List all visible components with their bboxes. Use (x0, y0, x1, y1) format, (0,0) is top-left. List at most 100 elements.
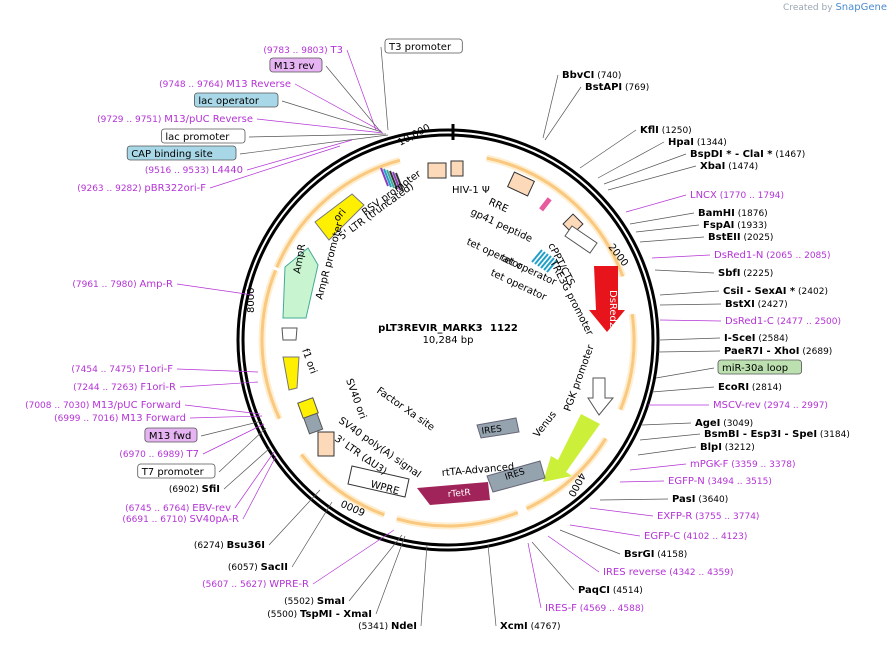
leader-line (639, 433, 701, 441)
backbone-feature-stripe (389, 170, 398, 190)
rtetr-arrow (417, 482, 490, 505)
leader-line (607, 165, 697, 191)
tet-operator-stripe (531, 249, 543, 263)
enzyme-label: (6902) SfiI (169, 484, 220, 495)
rre-shape (506, 171, 536, 197)
primer-label: (7008 .. 7030) M13/pUC Forward (25, 400, 181, 411)
leader-line (629, 212, 695, 225)
enzyme-label: PaeR7I - XhoI (2689) (724, 346, 832, 357)
leader-line (657, 350, 721, 353)
backbone-feature-stripe (380, 167, 389, 187)
backbone-feature-stripe (392, 171, 401, 191)
backbone-feature-stripe (395, 172, 404, 192)
feature-label-box (384, 38, 463, 54)
leader-line (597, 141, 665, 179)
enzyme-label: EcoRI (2814) (718, 382, 782, 393)
feature-label-box (126, 145, 237, 161)
leader-line (348, 534, 403, 602)
leader-line (223, 447, 271, 490)
primer-label: (6970 .. 6989) T7 (119, 449, 199, 460)
leader-line (547, 535, 600, 573)
plasmid-bp: 10,284 bp (423, 335, 474, 346)
primer-label: EGFP-N (3494 .. 3515) (668, 476, 772, 487)
feature-label-box (717, 359, 802, 375)
leader-line (641, 422, 692, 426)
primer-label: (6745 .. 6764) EBV-rev (125, 503, 231, 514)
inner-feature-label: IRES (481, 424, 503, 437)
primer-label: DsRed1-C (2477 .. 2500) (725, 316, 841, 327)
primer-label: IRES reverse (4342 .. 4359) (603, 567, 733, 578)
tet-operator-stripe (546, 259, 558, 273)
feature-label-box (137, 463, 216, 479)
watermark-brand: SnapGene (835, 2, 887, 13)
enzyme-label: XcmI (4767) (500, 621, 561, 632)
inner-feature-label: RRE (487, 197, 510, 216)
enzyme-label: AgeI (3049) (695, 418, 753, 429)
primer-label: IRES-F (4569 .. 4588) (545, 603, 644, 614)
leader-line (325, 65, 381, 132)
orf-arc-glow (617, 313, 638, 411)
boxed-feature-label: T7 promoter (141, 467, 205, 478)
leader-line (659, 303, 722, 306)
primer-label: (6999 .. 7016) M13 Forward (54, 413, 186, 424)
leader-line (659, 290, 720, 296)
leader-line (619, 480, 665, 483)
inner-feature-label: DsRed2 (607, 290, 618, 328)
ltr3-shape (317, 431, 335, 457)
leader-line (625, 194, 687, 213)
pgk-promoter-arrow (587, 377, 615, 416)
enzyme-label: (5502) SmaI (284, 596, 345, 607)
feature-label-box (193, 92, 279, 108)
enzyme-label: FspAI (1933) (703, 220, 767, 231)
rsv-promoter-shape (427, 162, 447, 179)
enzyme-label: (5341) NdeI (358, 621, 417, 632)
leader-line (294, 83, 382, 132)
enzyme-label: SbfI (2225) (718, 268, 773, 279)
tick-label: 8000 (246, 288, 257, 313)
feature-label-box (269, 57, 323, 73)
ampr-promoter-shape (281, 327, 298, 341)
enzyme-label: (6057) SacII (228, 562, 288, 573)
snapgene-watermark: Created by SnapGene (783, 2, 887, 13)
primer-label: (6691 .. 6710) SV40pA-R (122, 514, 239, 525)
backbone-outer-strand (236, 128, 660, 552)
enzyme-label: (5500) TspMI - XmaI (267, 609, 372, 620)
inner-feature-label: AmpR (292, 243, 308, 274)
leader-line (531, 541, 575, 591)
inner-feature-label: TRE3G promoter (547, 257, 595, 338)
leader-line (281, 100, 383, 133)
enzyme-label: BstEII (2025) (708, 232, 773, 243)
feature-label-box (160, 128, 246, 144)
inner-feature-label: Venus (532, 409, 559, 439)
boxed-feature-label: M13 fwd (149, 431, 191, 442)
primer-label: (7961 .. 7980) Amp-R (72, 279, 173, 290)
leader-line (176, 283, 254, 296)
sv40-ori-shape (297, 397, 319, 419)
enzyme-label: BlpI (3212) (700, 442, 755, 453)
tet-operator-stripe (534, 251, 546, 265)
leader-line (659, 337, 721, 341)
boxed-feature-label: lac promoter (165, 132, 230, 143)
leader-line (248, 133, 387, 138)
leader-line (655, 367, 715, 379)
venus-arrow (543, 414, 600, 482)
wpre-shape (347, 465, 410, 498)
leader-line (579, 129, 637, 169)
plasmid-length-text: 1122 (490, 323, 518, 334)
leader-line (603, 153, 687, 185)
feature-label-box (144, 427, 198, 443)
leader-line (291, 501, 333, 568)
enzyme-label: BsrGI (4158) (624, 549, 687, 560)
f1-ori-arrow (282, 356, 300, 391)
leader-line (202, 423, 265, 455)
tet-operator-stripe (543, 257, 555, 271)
enzyme-label: (6274) Bsu36I (194, 540, 265, 551)
ori-arrow (314, 193, 365, 241)
primer-label: (9748 .. 9764) M13 Reverse (159, 79, 291, 90)
inner-feature-label: HIV-1 Ψ (452, 185, 490, 196)
inner-feature-label: Factor Xa site (374, 385, 436, 433)
enzyme-label: BbvCI (740) (562, 70, 621, 81)
plasmid-name: pLT3REVIR_MARK3 1122 (378, 323, 518, 334)
enzyme-label: BspDI * - ClaI * (1467) (690, 149, 805, 160)
